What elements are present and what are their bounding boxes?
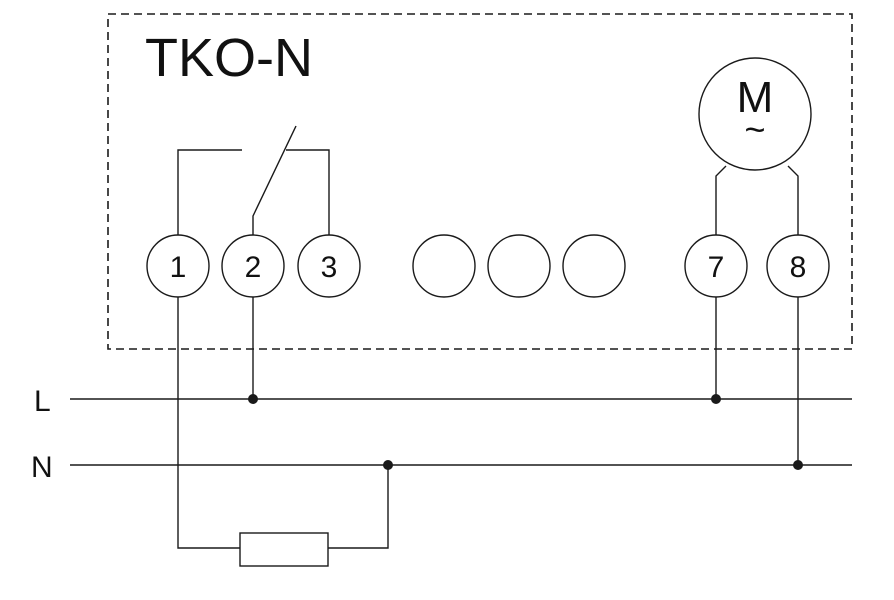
- load-resistor: [239, 532, 329, 567]
- motor-wire-terminal-7: [715, 165, 727, 243]
- terminal-1: 1: [146, 234, 210, 298]
- switch-blade: [252, 125, 297, 243]
- switch-wire-terminal-3: [286, 149, 330, 243]
- terminal-2-label: 2: [245, 251, 262, 284]
- wire-load-to-neutral: [328, 465, 389, 549]
- device-enclosure: [107, 13, 853, 350]
- terminal-unused-5: [487, 234, 551, 298]
- motor-wire-terminal-8: [787, 165, 799, 243]
- terminal-8: 8: [766, 234, 830, 298]
- terminal-1-label: 1: [170, 251, 187, 284]
- junction-dot-terminal-8: [793, 460, 803, 470]
- motor-symbol: [698, 57, 812, 171]
- device-title: TKO-N: [145, 28, 313, 88]
- terminal-unused-6: [562, 234, 626, 298]
- motor-tilde: ~: [744, 109, 765, 150]
- terminal-2: 2: [221, 234, 285, 298]
- terminal-3-label: 3: [321, 251, 338, 284]
- junction-dot-load: [383, 460, 393, 470]
- terminal-3: 3: [297, 234, 361, 298]
- terminal-8-label: 8: [790, 251, 807, 284]
- live-bus-label: L: [34, 385, 51, 418]
- terminal-unused-4: [412, 234, 476, 298]
- terminal-7: 7: [684, 234, 748, 298]
- motor-letter: M: [737, 73, 774, 122]
- terminal-7-label: 7: [708, 251, 725, 284]
- junction-dot-terminal-2: [248, 394, 258, 404]
- neutral-bus-label: N: [31, 451, 53, 484]
- wire-terminal-1-to-load: [177, 297, 240, 549]
- switch-wire-terminal-1: [177, 149, 242, 243]
- junction-dot-terminal-7: [711, 394, 721, 404]
